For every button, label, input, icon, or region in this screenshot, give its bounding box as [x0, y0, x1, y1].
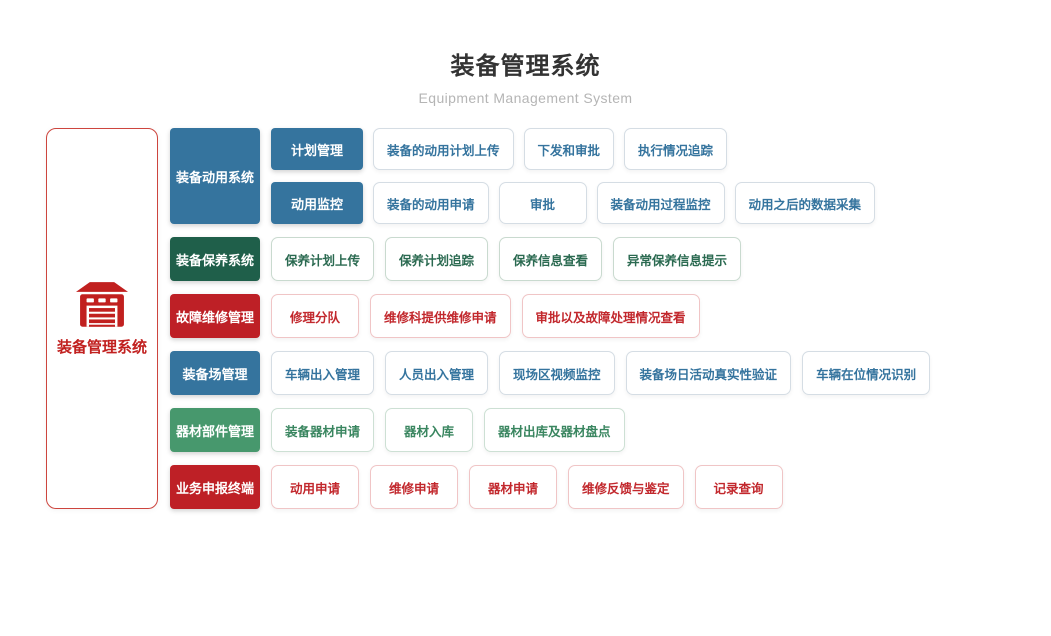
group-row-depot-management: 装备场管理 车辆出入管理 人员出入管理 现场区视频监控 装备场日活动真实性验证 …	[170, 351, 931, 395]
subgroup-block-mobilization-monitor: 动用监控	[271, 182, 363, 224]
leaf-node: 装备的动用计划上传	[373, 128, 514, 170]
group-block-maintenance-system: 装备保养系统	[170, 237, 260, 281]
leaf-node: 装备器材申请	[271, 408, 375, 452]
group-row-maintenance-system: 装备保养系统 保养计划上传 保养计划追踪 保养信息查看 异常保养信息提示	[170, 237, 930, 281]
group-row-parts-management: 器材部件管理 装备器材申请 器材入库 器材出库及器材盘点	[170, 408, 930, 452]
group-row-reporting-terminal: 业务申报终端 动用申请 维修申请 器材申请 维修反馈与鉴定 记录查询	[170, 465, 930, 509]
group-row-fault-repair: 故障维修管理 修理分队 维修科提供维修申请 审批以及故障处理情况查看	[170, 294, 930, 338]
leaf-node: 保养信息查看	[499, 237, 603, 281]
leaf-node: 修理分队	[271, 294, 359, 338]
leaf-node: 器材入库	[385, 408, 474, 452]
leaf-node: 动用申请	[271, 465, 359, 509]
subgroup-row-plan-management: 计划管理 装备的动用计划上传 下发和审批 执行情况追踪	[271, 128, 875, 170]
leaf-node: 人员出入管理	[385, 351, 489, 395]
leaf-node: 记录查询	[694, 465, 783, 509]
leaf-node: 动用之后的数据采集	[734, 182, 876, 224]
module-grid: 装备动用系统 计划管理 装备的动用计划上传 下发和审批 执行情况追踪 动用监控 …	[170, 128, 931, 509]
leaf-node: 装备的动用申请	[373, 182, 489, 224]
page-header: 装备管理系统 Equipment Management System	[0, 46, 1051, 106]
leaf-node: 下发和审批	[523, 128, 615, 170]
group-block-reporting-terminal: 业务申报终端	[170, 465, 260, 509]
page-subtitle: Equipment Management System	[418, 90, 633, 106]
subgroup-block-plan-management: 计划管理	[271, 128, 363, 170]
leaf-node: 车辆在位情况识别	[802, 351, 931, 395]
leaf-node: 现场区视频监控	[499, 351, 615, 395]
leaf-node: 审批以及故障处理情况查看	[521, 294, 700, 338]
page-title: 装备管理系统	[450, 53, 601, 80]
leaf-node: 装备动用过程监控	[596, 182, 725, 224]
leaf-node: 保养计划追踪	[385, 237, 489, 281]
group-block-parts-management: 器材部件管理	[170, 408, 260, 452]
leaf-node: 车辆出入管理	[271, 351, 375, 395]
root-node-equipment-management: 装备管理系统	[46, 128, 158, 509]
leaf-node: 审批	[498, 182, 587, 224]
leaf-node: 保养计划上传	[271, 237, 375, 281]
leaf-node: 器材申请	[469, 465, 557, 509]
leaf-node: 维修申请	[370, 465, 458, 509]
leaf-node: 异常保养信息提示	[613, 237, 742, 281]
leaf-node: 执行情况追踪	[624, 128, 728, 170]
leaf-node: 维修反馈与鉴定	[568, 465, 684, 509]
group-block-fault-repair: 故障维修管理	[170, 294, 260, 338]
leaf-node: 维修科提供维修申请	[370, 294, 511, 338]
mobilization-subgroups: 计划管理 装备的动用计划上传 下发和审批 执行情况追踪 动用监控 装备的动用申请…	[271, 128, 876, 224]
warehouse-icon	[76, 281, 128, 327]
leaf-node: 器材出库及器材盘点	[484, 408, 625, 452]
root-node-label: 装备管理系统	[56, 338, 147, 356]
leaf-node: 装备场日活动真实性验证	[625, 351, 792, 395]
architecture-diagram: 装备管理系统 装备动用系统 计划管理 装备的动用计划上传 下发和审批 执行情况追…	[46, 128, 931, 509]
group-block-depot-management: 装备场管理	[170, 351, 260, 395]
group-row-mobilization-system: 装备动用系统 计划管理 装备的动用计划上传 下发和审批 执行情况追踪 动用监控 …	[170, 128, 930, 224]
group-block-mobilization-system: 装备动用系统	[170, 128, 260, 224]
subgroup-row-mobilization-monitor: 动用监控 装备的动用申请 审批 装备动用过程监控 动用之后的数据采集	[271, 182, 876, 224]
